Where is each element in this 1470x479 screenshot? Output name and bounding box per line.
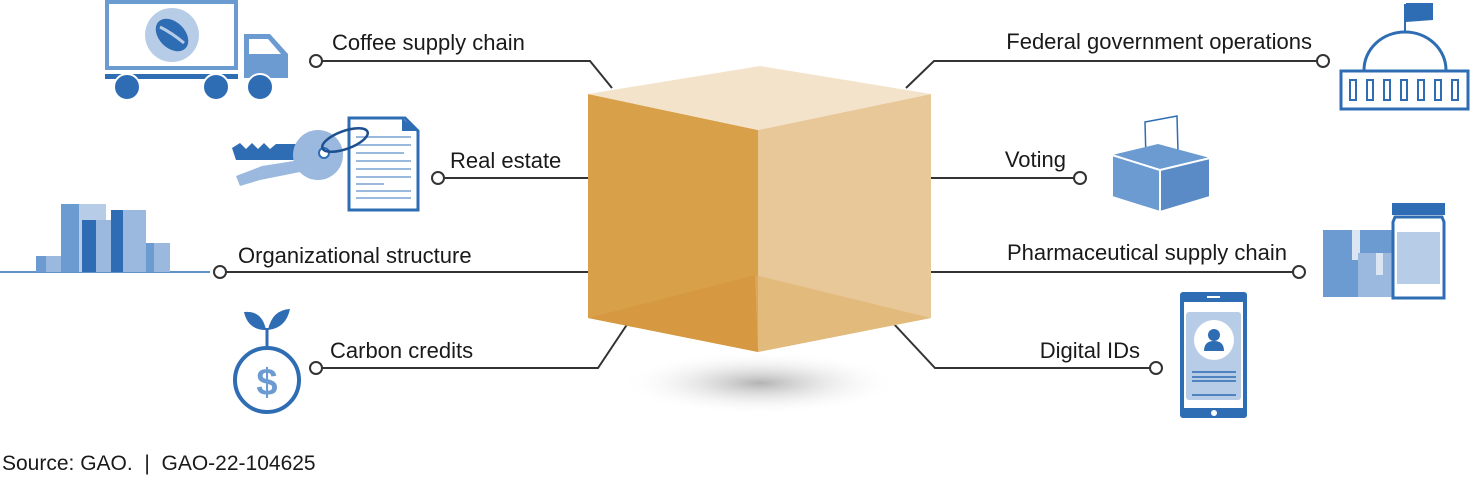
coffee-truck-icon (105, 0, 288, 101)
connectors (213, 54, 1330, 375)
buildings-icon (0, 204, 210, 273)
cube-top-face (588, 66, 931, 130)
cube-inner-floor-left (588, 275, 758, 352)
connector-dot (1292, 265, 1306, 279)
money-plant-icon: $ (233, 309, 301, 414)
connector-dot (309, 361, 323, 375)
connector-dot (1073, 171, 1087, 185)
label-federal-government-operations: Federal government operations (1006, 29, 1312, 54)
label-real-estate: Real estate (450, 148, 561, 173)
phone-id-icon (1180, 292, 1247, 418)
svg-text:$: $ (256, 362, 277, 404)
label-digital-ids: Digital IDs (1040, 338, 1140, 363)
label-voting: Voting (1005, 147, 1066, 172)
source-note: Source: GAO. | GAO-22-104625 (2, 452, 316, 475)
connector-dot (1149, 361, 1163, 375)
connector-dot (309, 54, 323, 68)
key-and-deed-icon (232, 116, 420, 212)
ballot-box-icon (1111, 115, 1211, 214)
blockchain-cube (588, 66, 931, 352)
connector-dot (213, 265, 227, 279)
label-organizational-structure: Organizational structure (238, 243, 472, 268)
label-pharmaceutical-supply-chain: Pharmaceutical supply chain (1007, 240, 1287, 265)
medicine-boxes-icon (1323, 203, 1446, 300)
connector-carbon (322, 322, 629, 369)
cube-shadow (620, 351, 900, 415)
cube-inner-floor-right (755, 275, 931, 352)
connector-federal (905, 60, 1317, 89)
capitol-icon (1339, 3, 1470, 111)
connector-dot (1316, 54, 1330, 68)
label-coffee-supply-chain: Coffee supply chain (332, 30, 525, 55)
connector-dot (431, 171, 445, 185)
connector-coffee (322, 60, 613, 89)
connector-digital-ids (892, 322, 1150, 369)
label-carbon-credits: Carbon credits (330, 338, 473, 363)
